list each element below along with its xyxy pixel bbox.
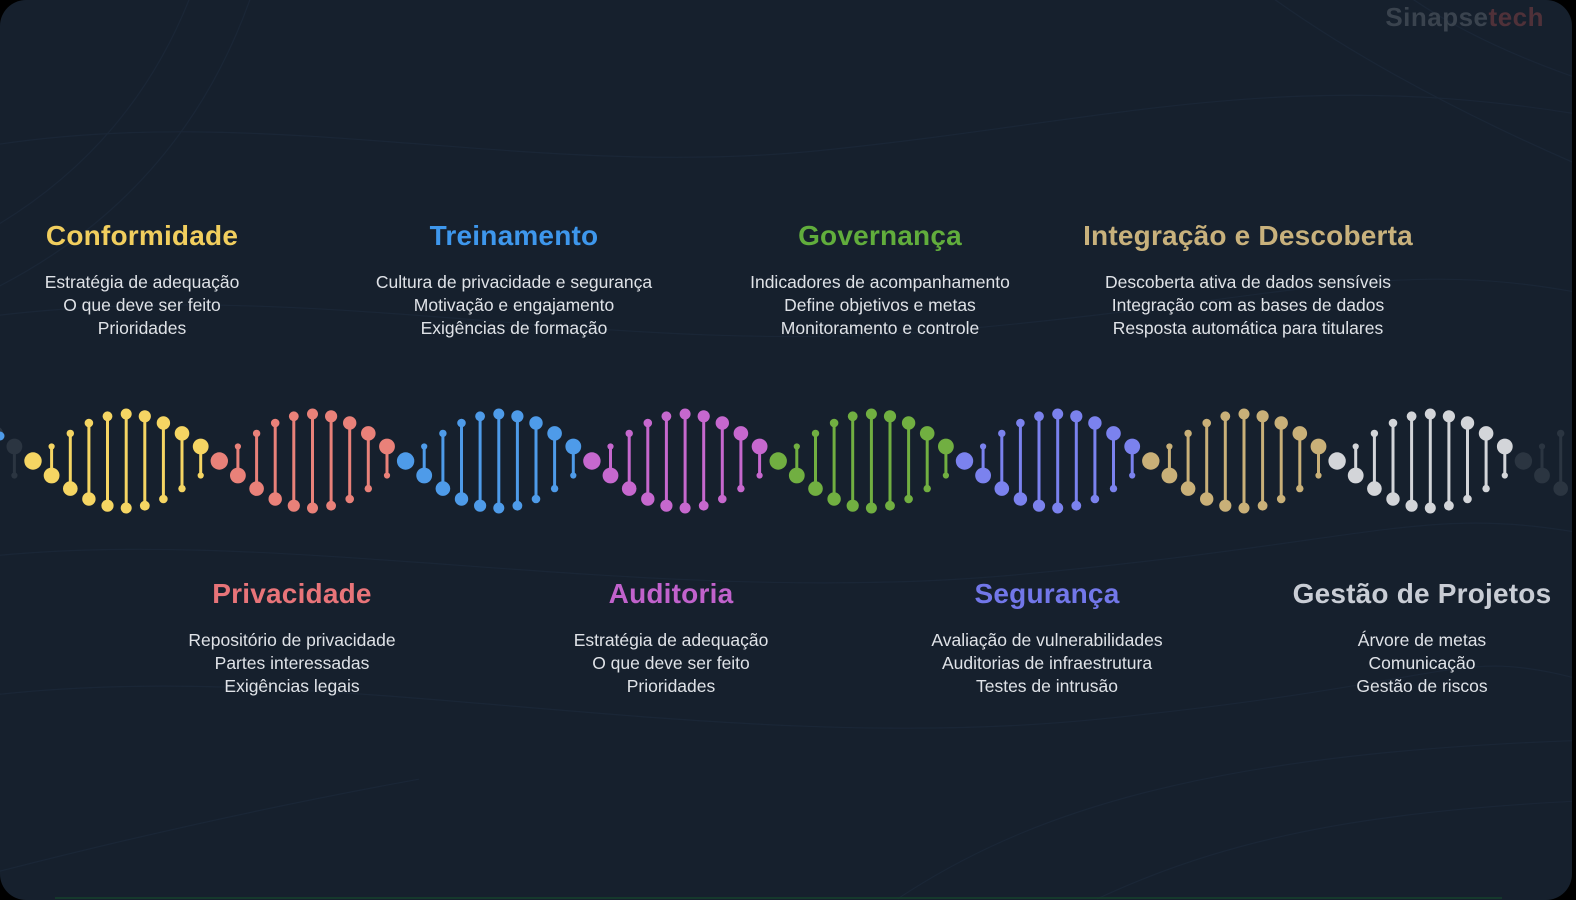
section-privacidade: Privacidade Repositório de privacidade P…	[112, 578, 472, 698]
section-item: Partes interessadas	[214, 653, 370, 673]
section-integracao-e-descoberta: Integração e Descoberta Descoberta ativa…	[1068, 220, 1428, 340]
section-governanca: Governança Indicadores de acompanhamento…	[700, 220, 1060, 340]
section-title: Gestão de Projetos	[1292, 578, 1552, 609]
brand-watermark: Sinapsetech	[1385, 2, 1544, 33]
section-item: Estratégia de adequação	[44, 272, 240, 292]
helix-segment-tail-dark	[1514, 429, 1568, 496]
section-item: Motivação e engajamento	[413, 295, 615, 315]
section-item: Resposta automática para titulares	[1112, 318, 1384, 338]
section-item: Indicadores de acompanhamento	[750, 272, 1010, 292]
section-item: Comunicação	[1368, 653, 1476, 673]
section-conformidade: Conformidade Estratégia de adequação O q…	[0, 220, 322, 340]
brand-watermark-part2: tech	[1488, 2, 1544, 32]
helix-segment-treinamento	[396, 408, 582, 514]
section-item: Avaliação de vulnerabilidades	[931, 630, 1163, 650]
section-item: Cultura de privacidade e segurança	[375, 272, 653, 292]
section-item: O que deve ser feito	[592, 653, 750, 673]
section-title: Auditoria	[608, 578, 734, 609]
section-item: Integração com as bases de dados	[1111, 295, 1385, 315]
brand-watermark-part1: Sinapse	[1385, 2, 1489, 32]
section-item: Exigências legais	[224, 676, 360, 696]
left-edge-dot	[0, 431, 5, 441]
helix-segment-conformidade	[24, 408, 209, 514]
section-item: Prioridades	[97, 318, 187, 338]
section-item: O que deve ser feito	[63, 295, 221, 315]
section-item: Estratégia de adequação	[573, 630, 769, 650]
section-title: Governança	[798, 220, 962, 251]
helix-segment-gestao-de-projetos	[1328, 408, 1513, 514]
section-item: Exigências de formação	[420, 318, 608, 338]
section-item: Testes de intrusão	[975, 676, 1119, 696]
section-auditoria: Auditoria Estratégia de adequação O que …	[491, 578, 851, 698]
section-gestao-de-projetos: Gestão de Projetos Árvore de metas Comun…	[1242, 578, 1572, 698]
section-item: Monitoramento e controle	[780, 318, 980, 338]
section-item: Define objetivos e metas	[784, 295, 976, 315]
section-seguranca: Segurança Avaliação de vulnerabilidades …	[867, 578, 1227, 698]
helix-segment-integracao-e-descoberta	[1142, 408, 1327, 514]
section-item: Gestão de riscos	[1356, 676, 1488, 696]
section-title: Privacidade	[212, 578, 372, 609]
section-item: Repositório de privacidade	[188, 630, 396, 650]
section-item: Árvore de metas	[1357, 630, 1487, 650]
section-item: Prioridades	[626, 676, 716, 696]
section-title: Segurança	[974, 578, 1120, 609]
section-treinamento: Treinamento Cultura de privacidade e seg…	[334, 220, 694, 340]
section-title: Treinamento	[429, 220, 599, 251]
helix-segment-governanca	[769, 408, 954, 514]
helix-segment-auditoria	[583, 408, 768, 514]
section-item: Descoberta ativa de dados sensíveis	[1105, 272, 1391, 292]
section-title: Integração e Descoberta	[1083, 220, 1413, 251]
section-item: Auditorias de infraestrutura	[941, 653, 1153, 673]
helix-segment-seguranca	[955, 408, 1141, 514]
bottom-accent-line	[55, 897, 1502, 899]
section-title: Conformidade	[45, 220, 239, 251]
helix-segment-privacidade	[210, 408, 395, 514]
